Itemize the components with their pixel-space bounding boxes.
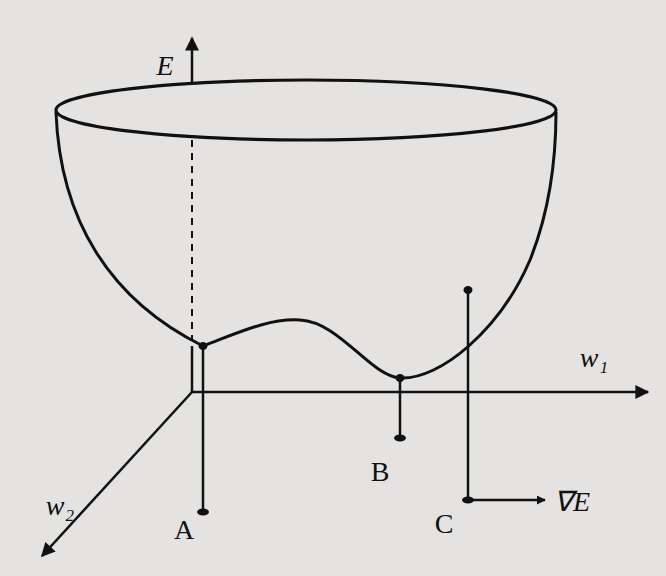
gradient-arrow	[468, 499, 545, 502]
axis-label: w₂	[46, 492, 74, 520]
point-b-surface-dot	[396, 374, 405, 382]
error-surface	[56, 112, 556, 378]
gradient-label: ∇E	[554, 488, 590, 516]
point-label: B	[371, 458, 390, 486]
point-a-surface-dot	[199, 342, 208, 350]
axis-label: E	[156, 52, 173, 80]
point-a-drop-line	[202, 346, 205, 512]
point-label: A	[174, 516, 194, 544]
point-b-dot	[394, 435, 406, 442]
w2-axis	[42, 392, 192, 556]
point-a-dot	[197, 509, 209, 516]
point-b-drop-line	[399, 378, 402, 438]
axis-label: w₁	[580, 344, 608, 372]
point-c-drop-line	[467, 290, 470, 500]
surface-rim	[56, 80, 556, 140]
e-axis	[191, 346, 194, 392]
e-axis	[191, 38, 194, 83]
w1-axis	[192, 391, 648, 394]
e-axis-hidden	[191, 140, 193, 340]
point-c-surface-dot	[464, 286, 473, 294]
point-label: C	[435, 510, 454, 538]
